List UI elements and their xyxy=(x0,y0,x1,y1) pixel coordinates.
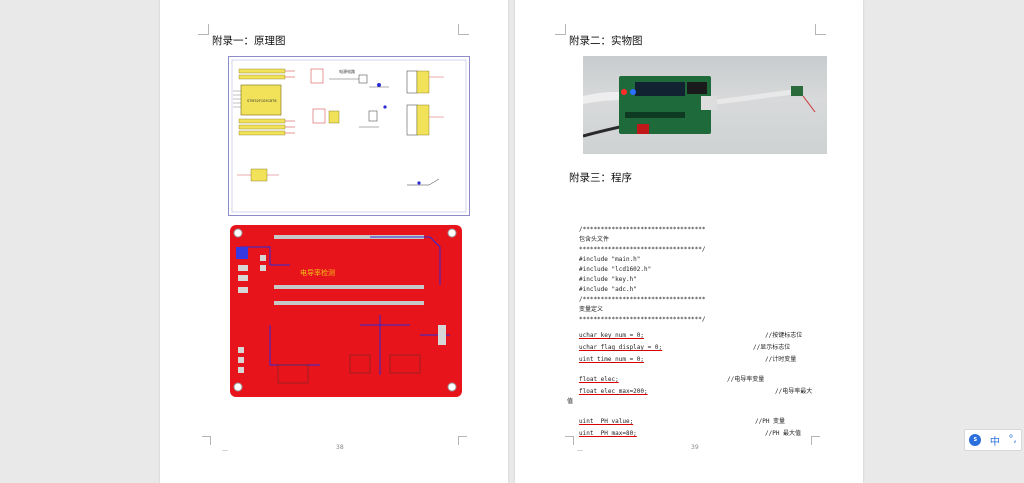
sensor-circuit xyxy=(312,105,387,128)
code-line: uchar key_num = 0; xyxy=(579,332,645,339)
pcb-drawing: 电导率检测 xyxy=(233,228,457,392)
document-page-left: 附录一：原理图 xyxy=(160,0,508,483)
ime-logo-icon[interactable]: S xyxy=(969,434,982,446)
code-comment: //PH 最大值 xyxy=(765,430,802,437)
svg-text:电导率检测: 电导率检测 xyxy=(300,268,335,277)
code-comment: //电导率最大 xyxy=(775,388,813,395)
code-line: uint PH_value; xyxy=(579,418,634,425)
crop-mark xyxy=(202,436,211,445)
page-number: 38 xyxy=(336,444,344,451)
code-line: #include "lcd1602.h" xyxy=(579,266,652,273)
power-circuit: 电源电路 xyxy=(310,68,389,88)
device-photo xyxy=(583,56,827,154)
code-comment: //PH 变量 xyxy=(755,418,786,425)
code-line: float elec_max=200; xyxy=(579,388,648,395)
code-comment: //计时变量 xyxy=(765,356,797,363)
crop-mark xyxy=(458,24,469,35)
crop-mark xyxy=(815,24,826,35)
svg-text:电源电路: 电源电路 xyxy=(339,68,355,74)
document-page-right: 附录二：实物图 附录三：程序 /************************… xyxy=(515,0,863,483)
code-line: 值 xyxy=(567,398,574,405)
code-line: /********************************** xyxy=(579,296,706,303)
svg-text:STM32F103C8T6: STM32F103C8T6 xyxy=(247,99,277,103)
crop-mark xyxy=(458,436,467,445)
code-comment: //按键标志位 xyxy=(765,332,803,339)
code-line: #include "main.h" xyxy=(579,256,641,263)
code-line: 包含头文件 xyxy=(579,236,610,243)
crop-mark xyxy=(811,436,820,445)
ime-toolbar[interactable]: S 中 °, xyxy=(964,429,1022,451)
code-line: uint PH_max=80; xyxy=(579,430,637,437)
crop-mark xyxy=(565,436,574,445)
schematic-drawing: STM32F103C8T6 电源电路 xyxy=(231,59,467,213)
code-line: **********************************/ xyxy=(579,316,706,323)
code-line: /********************************** xyxy=(579,226,706,233)
code-line: float elec; xyxy=(579,376,619,383)
lcd-connector xyxy=(237,168,279,182)
code-line: #include "adc.h" xyxy=(579,286,637,293)
device-photo-drawing xyxy=(583,76,816,138)
code-heading: 附录三：程序 xyxy=(569,172,632,184)
lower-right-block xyxy=(407,178,440,186)
mcu-chip: STM32F103C8T6 xyxy=(238,68,295,136)
crop-mark xyxy=(198,24,209,35)
page-number: 39 xyxy=(691,444,699,451)
pcb-layout: 电导率检测 xyxy=(230,225,462,397)
ime-language-toggle[interactable]: 中 xyxy=(989,436,1000,448)
code-line: uint time_num = 0; xyxy=(579,356,645,363)
code-comment: //显示标志位 xyxy=(753,344,791,351)
footer-dash: — xyxy=(222,447,228,454)
footer-dash: — xyxy=(577,447,583,454)
code-line: **********************************/ xyxy=(579,246,706,253)
code-line: 变量定义 xyxy=(579,306,604,313)
code-comment: //电导率变量 xyxy=(727,376,765,383)
schematic-diagram: STM32F103C8T6 电源电路 xyxy=(228,56,470,216)
code-line: uchar flag_display = 0; xyxy=(579,344,663,351)
ime-punctuation-toggle[interactable]: °, xyxy=(1008,434,1017,445)
connector-headers xyxy=(406,70,444,136)
photo-heading: 附录二：实物图 xyxy=(569,35,643,47)
crop-mark xyxy=(555,24,566,35)
code-line: #include "key.h" xyxy=(579,276,637,283)
page-heading: 附录一：原理图 xyxy=(212,35,286,47)
